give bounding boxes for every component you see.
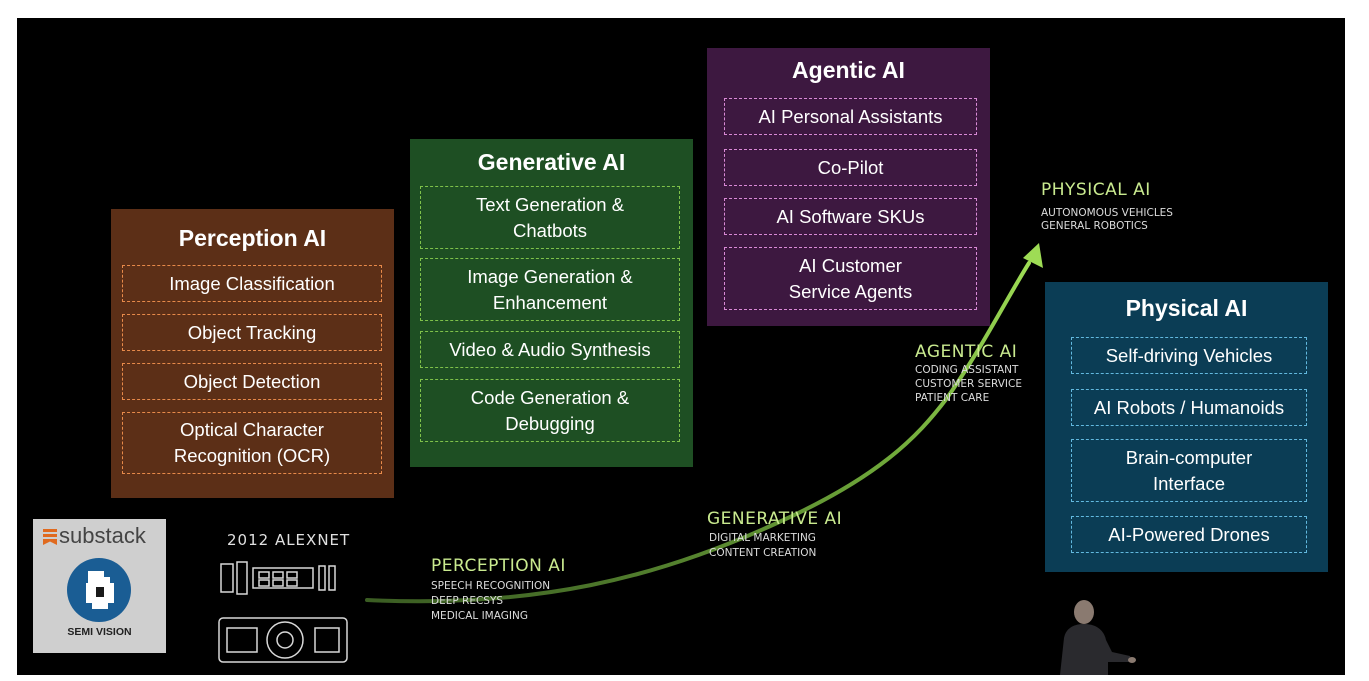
semi-vision-emblem (67, 558, 131, 622)
perception-item-ocr: Optical Character Recognition (OCR) (122, 412, 382, 474)
curve-physical-title: PHYSICAL AI (1041, 180, 1151, 200)
generative-item-video-audio: Video & Audio Synthesis (420, 331, 680, 368)
perception-item-object-detection: Object Detection (122, 363, 382, 400)
curve-agentic-line-3: PATIENT CARE (915, 392, 990, 404)
curve-agentic-line-2: CUSTOMER SERVICE (915, 378, 1022, 390)
agentic-item-co-pilot: Co-Pilot (724, 149, 977, 186)
growth-curve (365, 243, 1043, 604)
physical-ai-title: Physical AI (1125, 295, 1248, 321)
agentic-item-personal-assistants: AI Personal Assistants (724, 98, 977, 135)
substack-wordmark: substack (59, 523, 146, 548)
semi-vision-caption: SEMI VISION (67, 626, 132, 638)
substack-semivision-logo: substack SEMI VISION (33, 519, 166, 653)
curve-physical-line-1: AUTONOMOUS VEHICLES (1041, 207, 1173, 219)
generative-ai-box: Generative AI Text Generation & Chatbots… (410, 139, 693, 467)
perception-ai-title: Perception AI (178, 225, 327, 251)
perception-ai-box: Perception AI Image Classification Objec… (111, 209, 394, 498)
agentic-item-software-skus: AI Software SKUs (724, 198, 977, 235)
physical-item-bci: Brain-computer Interface (1071, 439, 1307, 502)
slide-canvas: Perception AI Image Classification Objec… (17, 18, 1345, 675)
alexnet-sketch (218, 561, 348, 663)
curve-generative-line-1: DIGITAL MARKETING (709, 532, 816, 544)
substack-icon (43, 529, 57, 545)
alexnet-label: 2012 ALEXNET (227, 531, 351, 549)
curve-physical-line-2: GENERAL ROBOTICS (1041, 220, 1148, 232)
agentic-ai-box: Agentic AI AI Personal Assistants Co-Pil… (707, 48, 990, 326)
curve-arrowhead (1023, 243, 1043, 268)
perception-item-object-tracking: Object Tracking (122, 314, 382, 351)
curve-agentic-line-1: CODING ASSISTANT (915, 364, 1019, 376)
presenter-figure (1060, 600, 1136, 675)
generative-item-text-generation: Text Generation & Chatbots (420, 186, 680, 249)
curve-generative-line-2: CONTENT CREATION (709, 547, 817, 559)
agentic-ai-title: Agentic AI (792, 57, 905, 83)
curve-line (365, 261, 1031, 604)
generative-ai-title: Generative AI (477, 149, 626, 175)
generative-item-code-generation: Code Generation & Debugging (420, 379, 680, 442)
curve-perception-line-1: SPEECH RECOGNITION (431, 580, 551, 592)
agentic-item-customer-service: AI Customer Service Agents (724, 247, 977, 310)
curve-perception-title: PERCEPTION AI (431, 556, 566, 576)
physical-item-robots: AI Robots / Humanoids (1071, 389, 1307, 426)
curve-perception-line-3: MEDICAL IMAGING (431, 610, 528, 622)
perception-item-image-classification: Image Classification (122, 265, 382, 302)
curve-agentic-title: AGENTIC AI (915, 342, 1018, 362)
physical-ai-box: Physical AI Self-driving Vehicles AI Rob… (1045, 282, 1328, 572)
physical-item-self-driving: Self-driving Vehicles (1071, 337, 1307, 374)
curve-perception-line-2: DEEP RECSYS (431, 595, 504, 607)
curve-generative-title: GENERATIVE AI (707, 509, 843, 529)
generative-item-image-generation: Image Generation & Enhancement (420, 258, 680, 321)
physical-item-drones: AI-Powered Drones (1071, 516, 1307, 553)
